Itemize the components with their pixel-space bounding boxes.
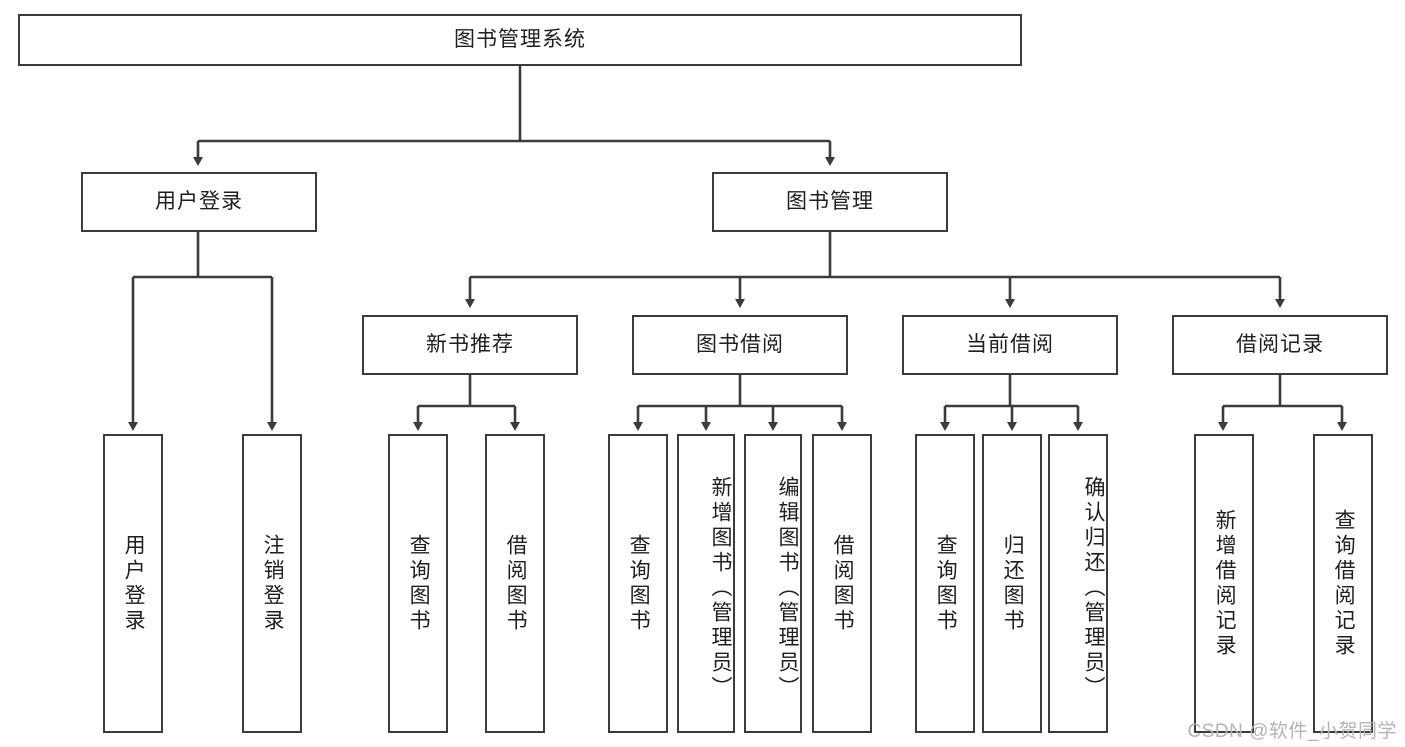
node-label: 当前借阅 (966, 333, 1054, 357)
leaf-borrow-record-query[interactable]: 查询借阅记录 (1313, 434, 1373, 733)
node-borrow-record[interactable]: 借阅记录 (1172, 315, 1388, 375)
leaf-borrow-record-add[interactable]: 新增借阅记录 (1194, 434, 1254, 733)
leaf-current-borrow-return[interactable]: 归还图书 (982, 434, 1042, 733)
node-new-book-recommend[interactable]: 新书推荐 (362, 315, 578, 375)
leaf-new-book-borrow[interactable]: 借阅图书 (485, 434, 545, 733)
node-label: 借阅图书 (504, 533, 528, 634)
node-label: 查询借阅记录 (1332, 508, 1356, 659)
node-label: 借阅图书 (831, 533, 855, 634)
leaf-book-borrow-add[interactable]: 新增图书（管理员） (677, 434, 735, 733)
leaf-user-login-login[interactable]: 用户登录 (103, 434, 163, 733)
node-book-management[interactable]: 图书管理 (712, 172, 948, 232)
node-label: 图书借阅 (696, 333, 784, 357)
leaf-current-borrow-query[interactable]: 查询图书 (915, 434, 975, 733)
leaf-book-borrow-query[interactable]: 查询图书 (608, 434, 668, 733)
node-label: 用户登录 (122, 533, 146, 634)
node-label: 新增图书（管理员） (709, 476, 732, 701)
leaf-book-borrow-borrow[interactable]: 借阅图书 (812, 434, 872, 733)
node-label: 用户登录 (155, 190, 243, 214)
node-label: 编辑图书（管理员） (776, 476, 799, 701)
leaf-new-book-query[interactable]: 查询图书 (388, 434, 448, 733)
node-label: 注销登录 (261, 533, 285, 634)
node-book-borrow[interactable]: 图书借阅 (632, 315, 848, 375)
node-label: 图书管理 (786, 190, 874, 214)
leaf-current-borrow-confirm[interactable]: 确认归还（管理员） (1048, 434, 1108, 733)
node-label: 归还图书 (1001, 533, 1025, 634)
leaf-book-borrow-edit[interactable]: 编辑图书（管理员） (744, 434, 802, 733)
node-label: 借阅记录 (1236, 333, 1324, 357)
leaf-user-login-logout[interactable]: 注销登录 (242, 434, 302, 733)
node-label: 确认归还（管理员） (1082, 476, 1105, 701)
node-root-system[interactable]: 图书管理系统 (18, 14, 1022, 66)
node-label: 查询图书 (934, 533, 958, 634)
node-label: 新书推荐 (426, 333, 514, 357)
node-current-borrow[interactable]: 当前借阅 (902, 315, 1118, 375)
node-label: 查询图书 (407, 533, 431, 634)
node-label: 查询图书 (627, 533, 651, 634)
node-label: 新增借阅记录 (1213, 508, 1237, 659)
csdn-watermark: CSDN @软件_小贺同学 (1187, 721, 1397, 742)
node-user-login[interactable]: 用户登录 (81, 172, 317, 232)
node-label: 图书管理系统 (454, 28, 586, 52)
